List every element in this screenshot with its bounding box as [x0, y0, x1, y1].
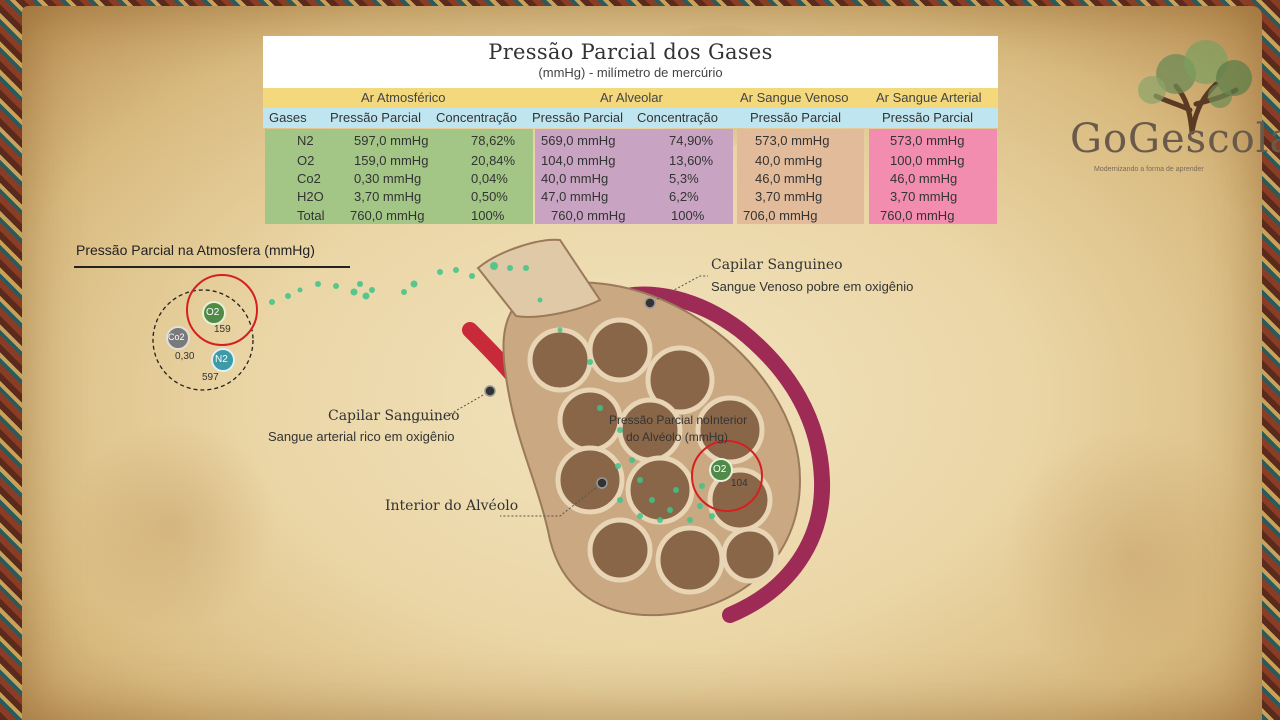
oxygen-particles	[269, 262, 715, 523]
n2-label: N2	[215, 354, 228, 365]
table-row: H2O 3,70 mmHg 0,50% 47,0 mmHg 6,2% 3,70 …	[297, 189, 958, 204]
alveolar-block	[535, 129, 733, 224]
col-alv-concentration: Concentração	[637, 110, 718, 125]
n2-molecule-icon	[211, 348, 235, 372]
o2-molecule-icon	[202, 301, 226, 325]
table-row: Total 760,0 mmHg 100% 760,0 mmHg 100% 70…	[297, 208, 955, 223]
alveolar-o2-label: O2	[713, 464, 727, 475]
logo-tagline: Modernizando a forma de aprender	[1094, 166, 1204, 173]
arterial-marker	[484, 385, 496, 397]
logo-text: GoGescola	[1070, 116, 1280, 162]
venous-marker	[644, 297, 656, 309]
venous-capillary-tube	[604, 286, 831, 623]
o2-label: O2	[206, 307, 220, 318]
group-alveolar: Ar Alveolar	[600, 90, 663, 105]
arterial-capillary-title: Capilar Sanguineo	[328, 408, 460, 424]
alveolar-pressure-label-line2: do Alvéolo (mmHg)	[626, 430, 729, 444]
table-header: Pressão Parcial dos Gases (mmHg) - milím…	[263, 36, 998, 88]
alveolar-o2-highlight-ring	[691, 440, 763, 512]
venous-capillary-title: Capilar Sanguineo	[711, 257, 843, 273]
co2-value: 0,30	[175, 351, 195, 362]
table-row: N2 597,0 mmHg 78,62% 569,0 mmHg 74,90% 5…	[297, 133, 965, 148]
co2-molecule-icon	[166, 326, 190, 350]
atmosphere-dashed-circle	[152, 289, 254, 391]
interior-leader-line	[500, 482, 603, 517]
alveolar-pressure-label-line1: Pressão Parcial noInterior	[609, 413, 748, 427]
atmosphere-title: Pressão Parcial na Atmosfera (mmHg)	[76, 242, 315, 258]
o2-highlight-ring	[186, 274, 258, 346]
alveolar-o2-molecule-icon	[709, 458, 733, 482]
alveolar-o2-value: 104	[731, 478, 748, 489]
arterial-block	[869, 129, 997, 224]
partial-pressure-table: Pressão Parcial dos Gases (mmHg) - milím…	[263, 36, 998, 224]
table-title: Pressão Parcial dos Gases	[488, 40, 773, 64]
column-header-row: Gases Pressão Parcial Concentração Press…	[263, 108, 998, 128]
col-alv-pressure: Pressão Parcial	[532, 110, 624, 125]
co2-label: Co2	[168, 332, 185, 342]
table-subtitle: (mmHg) - milímetro de mercúrio	[538, 65, 723, 80]
venous-leader-line	[649, 275, 708, 304]
col-gases: Gases	[269, 110, 307, 125]
atmosphere-title-underline	[74, 266, 350, 268]
col-venous-pressure: Pressão Parcial	[750, 110, 842, 125]
table-row: O2 159,0 mmHg 20,84% 104,0 mmHg 13,60% 4…	[297, 153, 965, 168]
group-atmospheric: Ar Atmosférico	[361, 90, 446, 105]
bronchiole	[476, 238, 602, 318]
interior-marker	[596, 477, 608, 489]
group-arterial: Ar Sangue Arterial	[876, 90, 982, 105]
venous-block	[737, 129, 864, 224]
arterial-leader-line	[400, 390, 491, 421]
n2-value: 597	[202, 372, 219, 383]
venous-capillary-subtitle: Sangue Venoso pobre em oxigênio	[711, 279, 914, 294]
group-header-row: Ar Atmosférico Ar Alveolar Ar Sangue Ven…	[263, 88, 998, 108]
table-row: Co2 0,30 mmHg 0,04% 40,0 mmHg 5,3% 46,0 …	[297, 171, 958, 186]
col-arterial-pressure: Pressão Parcial	[882, 110, 974, 125]
col-atm-pressure: Pressão Parcial	[330, 110, 422, 125]
o2-value: 159	[214, 324, 231, 335]
arterial-capillary-subtitle: Sangue arterial rico em oxigênio	[268, 429, 455, 444]
alveolus-interior-label: Interior do Alvéolo	[385, 498, 519, 514]
group-venous: Ar Sangue Venoso	[740, 90, 849, 105]
col-atm-concentration: Concentração	[436, 110, 517, 125]
atmospheric-block	[265, 129, 533, 224]
